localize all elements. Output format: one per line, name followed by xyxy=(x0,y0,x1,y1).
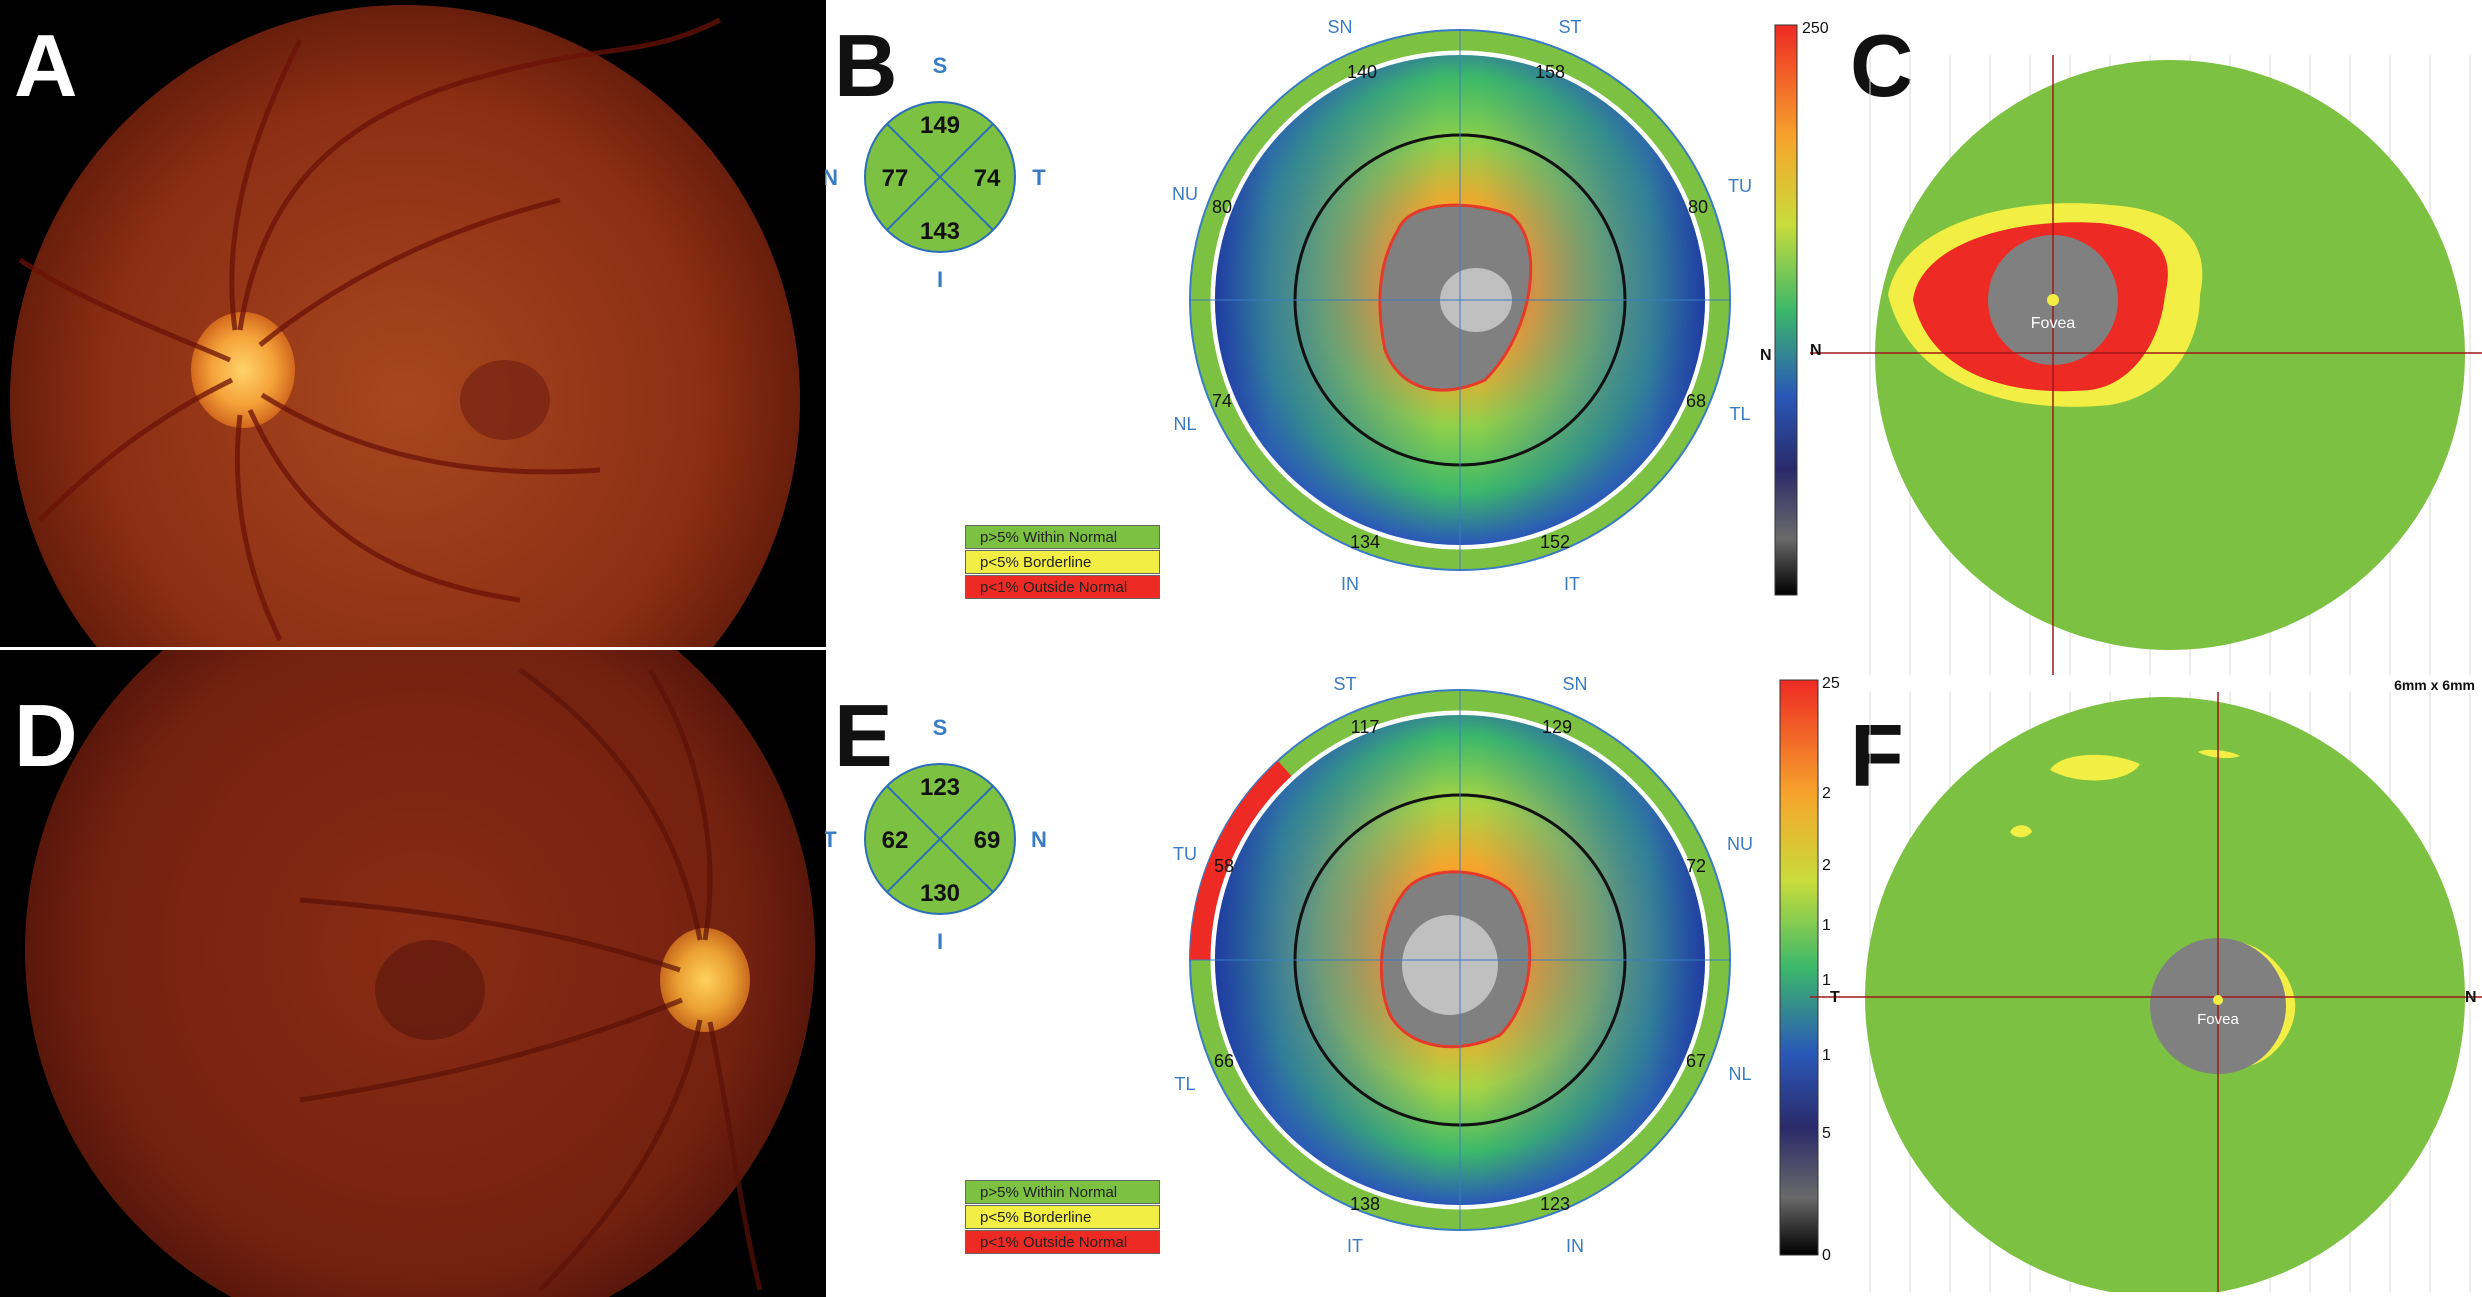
fundus-image-d xyxy=(25,650,815,1297)
scale-top-normal: N xyxy=(1760,347,1772,364)
quadrant-value-s: 123 xyxy=(920,774,960,801)
quadrant-value-s: 149 xyxy=(920,112,960,139)
sector-value-lower-right: 67 xyxy=(1686,1051,1706,1071)
sector-value-top-right: 158 xyxy=(1535,62,1565,82)
panel-label-c: C xyxy=(1850,16,1914,115)
scale-bottom-tick-2a: 2 xyxy=(1822,785,1831,802)
fundus-photo-a xyxy=(0,0,826,647)
quadrant-chart-bottom: S T N I 123 62 69 130 xyxy=(825,715,1047,954)
quadrant-value-t: 62 xyxy=(882,827,909,854)
fundus-photo-d xyxy=(0,650,826,1297)
significance-legend-top: p>5% Within Normal p<5% Borderline p<1% … xyxy=(965,525,1160,600)
quadrant-label-n: N xyxy=(1031,827,1047,852)
sector-name-upper-left: NU xyxy=(1172,184,1198,204)
sector-value-lower-left: 66 xyxy=(1214,1051,1234,1071)
legend-borderline: p<5% Borderline xyxy=(965,1205,1160,1229)
sector-value-bottom-left: 134 xyxy=(1350,532,1380,552)
legend-borderline: p<5% Borderline xyxy=(965,550,1160,574)
sector-name-top-right: ST xyxy=(1558,17,1581,37)
quadrant-chart-top: S N T I 149 77 74 143 xyxy=(825,55,1046,292)
sector-name-bottom-left: IN xyxy=(1341,574,1359,594)
sector-name-upper-right: TU xyxy=(1728,176,1752,196)
significance-legend-bottom: p>5% Within Normal p<5% Borderline p<1% … xyxy=(965,1180,1160,1255)
fovea-label-top: Fovea xyxy=(2031,315,2076,332)
thickness-map-bottom: ST SN 117 129 TU NU 58 72 TL NL 66 67 13… xyxy=(1173,674,1753,1256)
panel-label-f: F xyxy=(1850,706,1904,805)
sector-name-top-right: SN xyxy=(1562,674,1587,694)
deviation-map-top: Fovea N xyxy=(1810,55,2482,675)
scale-bottom-tick-5: 5 xyxy=(1822,1125,1831,1142)
sector-name-lower-left: TL xyxy=(1174,1074,1195,1094)
panel-label-b: B xyxy=(834,16,898,115)
color-scale-top: 250 N xyxy=(1760,20,1829,596)
sector-value-top-left: 117 xyxy=(1351,717,1380,737)
thickness-map-top: SN ST 140 158 NU TU 80 80 NL TL 74 68 13… xyxy=(1172,17,1752,594)
sector-name-upper-left: TU xyxy=(1173,844,1197,864)
sector-value-top-left: 140 xyxy=(1347,62,1377,82)
scale-bottom-tick-0: 0 xyxy=(1822,1247,1831,1264)
quadrant-label-i: I xyxy=(937,929,943,954)
deviation-axis-n-top: N xyxy=(1810,342,1822,359)
sector-value-lower-right: 68 xyxy=(1686,391,1706,411)
sector-value-upper-left: 80 xyxy=(1212,197,1232,217)
scale-bottom-tick-1b: 1 xyxy=(1822,972,1831,989)
legend-within-normal: p>5% Within Normal xyxy=(965,1180,1160,1204)
sector-value-upper-left: 58 xyxy=(1214,856,1234,876)
sector-name-top-left: SN xyxy=(1327,17,1352,37)
sector-name-lower-right: NL xyxy=(1728,1064,1751,1084)
scale-bottom-tick-1a: 1 xyxy=(1822,917,1831,934)
legend-outside-normal: p<1% Outside Normal xyxy=(965,575,1160,599)
sector-value-bottom-left: 138 xyxy=(1350,1194,1380,1214)
legend-outside-normal: p<1% Outside Normal xyxy=(965,1230,1160,1254)
sector-name-bottom-right: IT xyxy=(1564,574,1580,594)
color-scale-bottom: 250 2 2 1 1 1 5 0 xyxy=(1779,675,1840,1264)
sector-value-top-right: 129 xyxy=(1542,717,1572,737)
quadrant-label-t: T xyxy=(825,827,837,852)
fundus-image-a xyxy=(10,5,800,647)
scale-bottom-tick-2b: 2 xyxy=(1822,857,1831,874)
deviation-axis-t-bottom: T xyxy=(1830,989,1840,1006)
deviation-axis-n-bottom: N xyxy=(2465,989,2477,1006)
quadrant-label-n: N xyxy=(825,165,838,190)
quadrant-label-s: S xyxy=(933,55,948,78)
quadrant-label-i: I xyxy=(937,267,943,292)
quadrant-value-n: 77 xyxy=(882,165,909,192)
quadrant-label-s: S xyxy=(933,715,948,740)
sector-value-upper-right: 72 xyxy=(1686,856,1706,876)
quadrant-value-i: 143 xyxy=(920,218,960,245)
sector-name-bottom-left: IT xyxy=(1347,1236,1363,1256)
panel-label-d: D xyxy=(14,686,78,785)
scale-bottom-tick-1c: 1 xyxy=(1822,1047,1831,1064)
sector-value-upper-right: 80 xyxy=(1688,197,1708,217)
legend-within-normal: p>5% Within Normal xyxy=(965,525,1160,549)
sector-value-lower-left: 74 xyxy=(1212,391,1232,411)
scale-bottom-250: 250 xyxy=(1822,675,1840,692)
sector-name-bottom-right: IN xyxy=(1566,1236,1584,1256)
quadrant-label-t: T xyxy=(1032,165,1046,190)
sector-name-lower-left: NL xyxy=(1173,414,1196,434)
scan-size-label: 6mm x 6mm xyxy=(2394,677,2475,693)
sector-value-bottom-right: 123 xyxy=(1540,1194,1570,1214)
sector-name-top-left: ST xyxy=(1333,674,1356,694)
fovea-label-bottom: Fovea xyxy=(2197,1011,2239,1028)
panel-label-e: E xyxy=(834,686,893,785)
panel-label-a: A xyxy=(14,16,78,115)
quadrant-value-i: 130 xyxy=(920,880,960,907)
sector-name-upper-right: NU xyxy=(1727,834,1753,854)
sector-value-bottom-right: 152 xyxy=(1540,532,1570,552)
deviation-map-bottom: 6mm x 6mm Fovea T N xyxy=(1810,677,2482,1292)
sector-name-lower-right: TL xyxy=(1729,404,1750,424)
scale-top-max: 250 xyxy=(1802,20,1829,37)
quadrant-value-n: 69 xyxy=(974,827,1001,854)
quadrant-value-t: 74 xyxy=(974,165,1001,192)
